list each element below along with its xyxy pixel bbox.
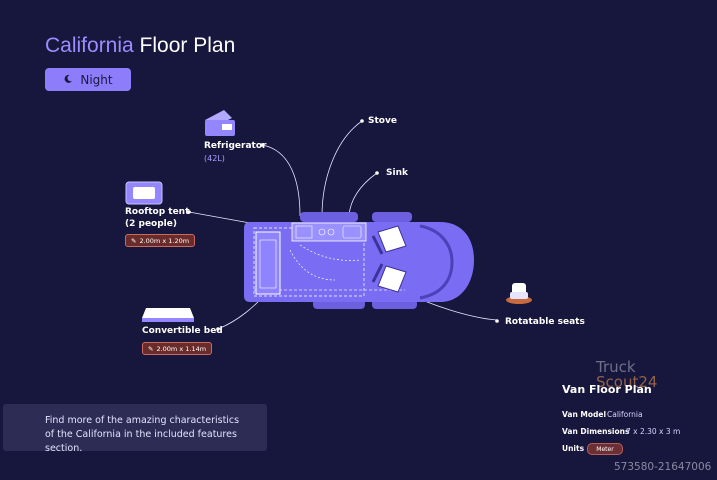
page-title: California Floor Plan xyxy=(45,34,235,58)
bed-icon xyxy=(142,308,194,322)
ruler-icon: ✎ xyxy=(131,236,137,245)
night-mode-button[interactable]: Night xyxy=(45,68,131,91)
van-model-key: Van Model xyxy=(562,410,607,419)
rooftop-tent-size-chip: ✎ 2.00m x 1.20m xyxy=(125,234,196,247)
refrigerator-label: Refrigerator xyxy=(204,141,267,151)
sink-label: Sink xyxy=(386,168,408,178)
van-dimensions-key: Van Dimensions xyxy=(562,427,630,436)
title-accent: California xyxy=(45,34,134,57)
van-dimensions-value: 7 x 2.30 x 3 m xyxy=(626,427,681,436)
watermark-id: 573580-21647006 xyxy=(614,461,712,473)
info-line-2: of the California in the included featur… xyxy=(45,429,237,454)
rotatable-seats-label: Rotatable seats xyxy=(505,317,585,327)
refrigerator-capacity: (42L) xyxy=(204,154,225,163)
moon-icon xyxy=(63,73,73,87)
units-key: Units xyxy=(562,444,585,453)
watermark-logo: Truck Scout24 xyxy=(596,360,657,390)
watermark-logo-line1: Truck xyxy=(596,358,636,376)
specs-title: Van Floor Plan xyxy=(562,383,652,396)
rooftop-tent-size: 2.00m x 1.20m xyxy=(139,236,190,245)
units-toggle[interactable]: Meter xyxy=(587,443,623,455)
info-box: Find more of the amazing characteristics… xyxy=(3,404,267,454)
units-value: Meter xyxy=(596,445,614,453)
seat-icon xyxy=(506,283,532,304)
rooftop-tent-capacity: (2 people) xyxy=(125,219,177,229)
van-floor-plan xyxy=(244,212,474,309)
watermark-logo-line2: Scout24 xyxy=(596,373,658,391)
rooftop-tent-label: Rooftop tent xyxy=(125,207,190,217)
ruler-icon: ✎ xyxy=(148,344,154,353)
info-line-1: Find more of the amazing characteristics xyxy=(45,415,240,426)
connector-dots xyxy=(187,119,499,331)
refrigerator-icon xyxy=(205,110,235,136)
van-model-value: California xyxy=(607,410,643,419)
rooftop-tent-icon xyxy=(125,181,163,205)
convertible-bed-label: Convertible bed xyxy=(142,326,223,336)
night-label: Night xyxy=(80,72,113,87)
stove-label: Stove xyxy=(368,116,397,126)
convertible-bed-size: 2.00m x 1.14m xyxy=(156,344,207,353)
title-rest: Floor Plan xyxy=(133,34,236,57)
convertible-bed-size-chip: ✎ 2.00m x 1.14m xyxy=(142,342,213,355)
